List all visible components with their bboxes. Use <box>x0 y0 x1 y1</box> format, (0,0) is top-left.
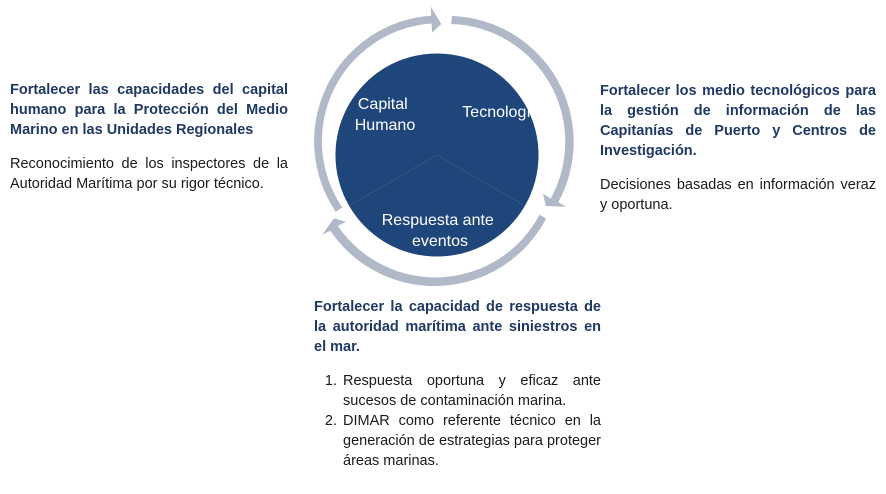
cycle-arrow-ring <box>314 6 574 287</box>
cycle-arrow-capital-to-tecnologia <box>314 6 442 212</box>
segment-capital-humano <box>335 53 437 206</box>
segment-label-line: Tecnología <box>462 104 539 121</box>
segment-label-line: Humano <box>355 117 416 134</box>
capital-humano-description: Fortalecer las capacidades del capital h… <box>10 80 288 194</box>
segment-label-line: Capital <box>358 96 408 113</box>
respuesta-list: Respuesta oportuna y eficaz ante sucesos… <box>314 371 601 471</box>
cycle-arrow-tecnologia-to-respuesta <box>451 15 574 207</box>
segment-label-line: Respuesta ante <box>382 212 494 229</box>
cycle-pie <box>335 53 539 257</box>
list-item: Respuesta oportuna y eficaz ante sucesos… <box>341 371 601 411</box>
segment-tecnologia <box>437 53 539 206</box>
tecnologia-heading: Fortalecer los medio tecnológicos para l… <box>600 83 876 159</box>
list-item: DIMAR como referente técnico en la gener… <box>341 411 601 471</box>
capital-humano-body: Reconocimiento de los inspectores de la … <box>10 156 288 192</box>
segment-respuesta-ante-eventos <box>349 155 525 257</box>
segment-label-respuesta-ante-eventos: Respuesta ante eventos <box>382 212 499 250</box>
respuesta-description: Fortalecer la capacidad de respuesta de … <box>314 297 601 471</box>
cycle-arrow-respuesta-to-capital <box>322 214 547 287</box>
capital-humano-heading: Fortalecer las capacidades del capital h… <box>10 82 288 138</box>
segment-label-capital-humano: Capital Humano <box>355 96 416 134</box>
segment-label-tecnologia: Tecnología <box>462 104 539 121</box>
respuesta-heading: Fortalecer la capacidad de respuesta de … <box>314 299 601 355</box>
segment-label-line: eventos <box>412 233 468 250</box>
tecnologia-description: Fortalecer los medio tecnológicos para l… <box>600 81 876 215</box>
tecnologia-body: Decisiones basadas en información veraz … <box>600 177 876 213</box>
